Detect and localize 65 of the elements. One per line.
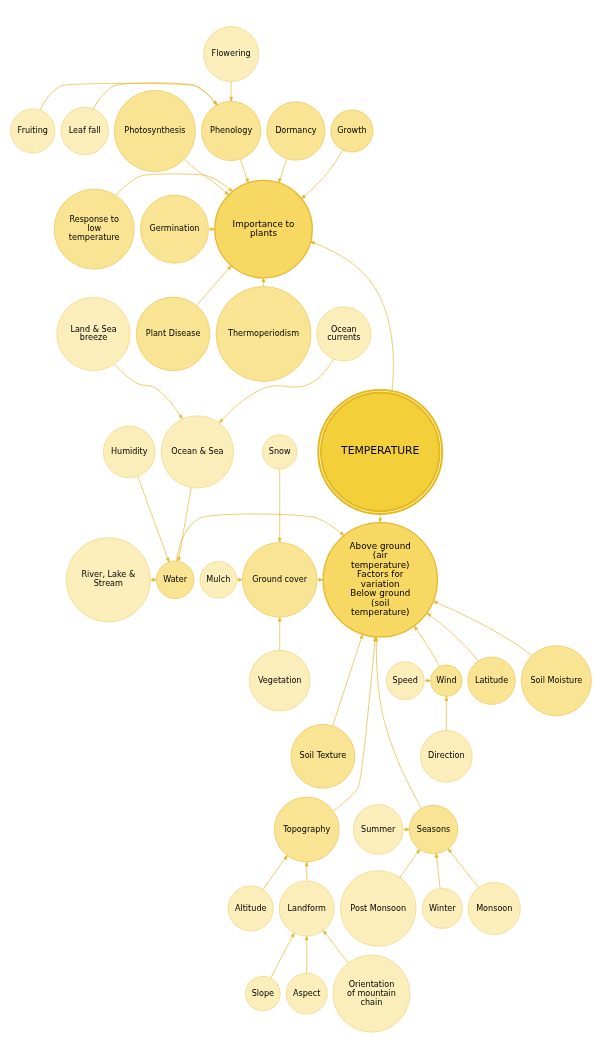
arrow [196, 265, 232, 306]
arrow [240, 158, 249, 184]
node-circle: Snow [262, 434, 298, 470]
arrow [316, 578, 324, 582]
arrow [378, 513, 382, 523]
arrow [433, 600, 532, 657]
arrow [137, 476, 170, 563]
arrow [262, 855, 288, 890]
arrow [183, 159, 229, 196]
arrow [218, 358, 334, 424]
node-circle: Growth [330, 109, 374, 153]
arrow [426, 612, 479, 662]
arrow [304, 935, 309, 974]
node-circle: Wind [430, 664, 463, 697]
node-circle: Post Monsoon [340, 870, 417, 947]
node-circle: Winter [422, 888, 463, 929]
arrow [402, 827, 410, 832]
arrow [310, 241, 394, 392]
arrow [114, 363, 183, 420]
node-circle: Altitude [227, 885, 274, 932]
arrow [39, 83, 218, 111]
node-circle: Response to low temperature [53, 188, 135, 270]
arrow [270, 932, 295, 979]
arrow [304, 861, 309, 882]
node-circle: Orientation of mountain chain [332, 954, 411, 1033]
arrow [150, 578, 157, 582]
arrow [176, 513, 345, 562]
node-circle: Monsoon [467, 882, 521, 935]
arrow [261, 277, 266, 287]
arrow [229, 81, 233, 102]
node-circle: Land & Sea breeze [56, 296, 131, 371]
node-circle: Thermoperiodism [215, 286, 312, 382]
arrow [424, 678, 431, 683]
node-circle: Humidity [103, 425, 156, 479]
node-circle: Aspect [285, 972, 328, 1015]
arrow [208, 227, 216, 231]
node-circle: Plant Disease [135, 296, 211, 372]
arrow [434, 853, 441, 889]
node-circle: Soil Moisture [521, 645, 592, 717]
node-circle: Photosynthesis [113, 90, 196, 172]
node-circle: Slope [245, 975, 281, 1012]
arrow [278, 158, 288, 184]
node-circle: Ocean currents [316, 306, 372, 362]
node-circle: Dormancy [266, 101, 326, 161]
node-circle: Fruiting [10, 108, 56, 154]
arrow [413, 625, 440, 667]
arrow [177, 487, 192, 562]
arrow [332, 634, 363, 727]
arrow [277, 616, 282, 651]
arrow [444, 696, 449, 731]
node-circle: Soil Texture [290, 724, 356, 789]
node-circle: Vegetation [249, 650, 311, 712]
node-circle: Germination [140, 194, 209, 264]
arrow [399, 849, 421, 878]
node-circle: Latitude [467, 656, 516, 705]
arrow [301, 149, 343, 199]
node-circle: Flowering [203, 26, 259, 82]
arrow [93, 82, 218, 110]
arrow [277, 468, 282, 543]
arrow [447, 848, 479, 888]
node-circle: Leaf fall [60, 106, 109, 156]
node-circle: Water [156, 560, 195, 599]
arrow [322, 930, 349, 964]
arrow [115, 173, 233, 196]
node-circle: Direction [420, 730, 473, 783]
